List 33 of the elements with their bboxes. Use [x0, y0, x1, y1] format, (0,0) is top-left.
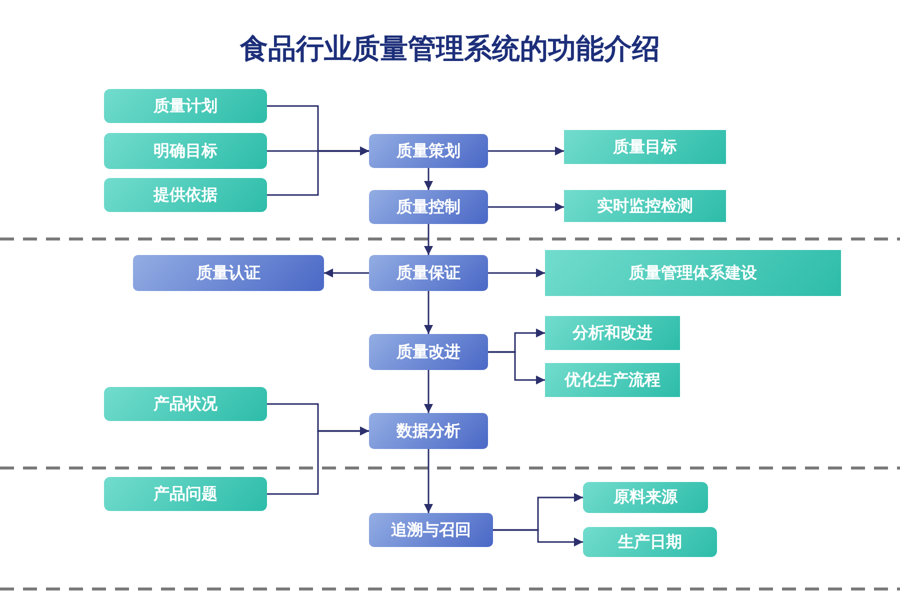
arrow	[424, 449, 433, 513]
input-box: 产品状况	[104, 387, 267, 421]
input-box: 明确目标	[104, 133, 267, 169]
arrow	[424, 224, 433, 255]
process-box: 追溯与召回	[369, 513, 493, 547]
result-banner: 优化生产流程	[545, 363, 680, 397]
title: 食品行业质量管理系统的功能介绍	[238, 31, 661, 67]
arrow	[424, 291, 433, 334]
input-box: 原料来源	[583, 482, 708, 513]
arrow	[267, 146, 369, 196]
input-box: 产品问题	[104, 477, 267, 511]
input-box: 质量计划	[104, 89, 267, 123]
process-box: 质量控制	[369, 190, 488, 224]
process-box: 数据分析	[369, 413, 488, 449]
process-box: 质量保证	[369, 255, 488, 291]
arrow	[488, 202, 564, 212]
process-box: 质量认证	[133, 255, 324, 291]
result-banner: 质量管理体系建设	[545, 250, 841, 296]
process-box: 质量策划	[369, 134, 488, 168]
result-banner: 实时监控检测	[564, 190, 726, 222]
arrow	[493, 529, 583, 546]
arrow	[424, 168, 433, 190]
result-banner: 分析和改进	[545, 316, 680, 350]
input-box: 生产日期	[583, 527, 717, 557]
arrow	[488, 268, 545, 278]
process-box: 质量改进	[369, 334, 488, 370]
input-box: 提供依据	[104, 178, 267, 212]
arrow	[488, 351, 545, 384]
arrow	[324, 268, 369, 278]
arrow	[488, 146, 564, 156]
arrow	[424, 370, 433, 413]
arrow	[267, 426, 369, 495]
result-banner: 质量目标	[564, 130, 726, 164]
